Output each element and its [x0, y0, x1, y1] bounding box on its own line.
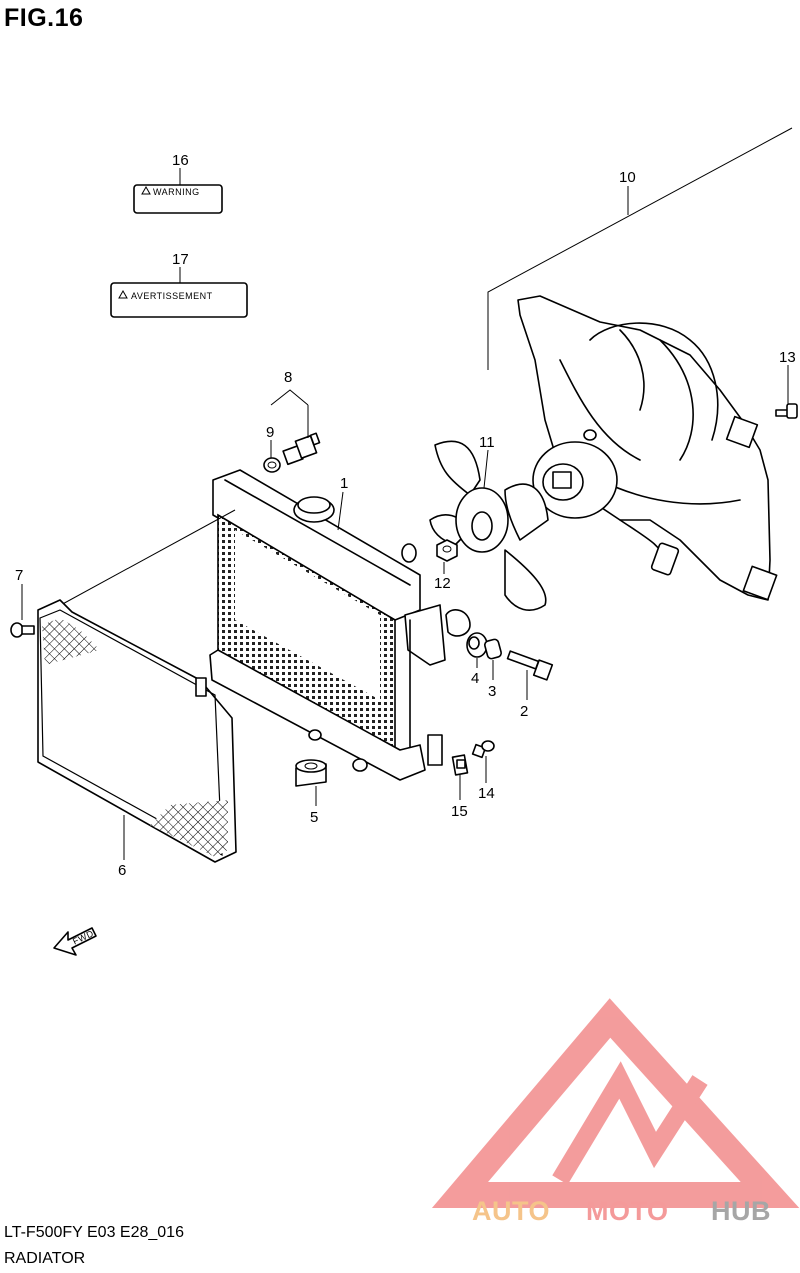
figure-title: FIG.16 [4, 4, 84, 32]
collar-part-3 [484, 638, 502, 660]
leader-lines [21, 168, 789, 860]
callout-5: 5 [310, 809, 318, 826]
bolt-part-2 [506, 650, 554, 681]
callout-6: 6 [118, 862, 126, 879]
section-name: RADIATOR [4, 1250, 86, 1267]
watermark-moto: MOTO [586, 1196, 669, 1226]
callout-11: 11 [479, 434, 495, 451]
callout-4: 4 [471, 670, 479, 687]
nut-part-12 [436, 539, 458, 562]
callout-1: 1 [340, 475, 348, 492]
bolt-part-14 [471, 740, 495, 759]
thermo-switch-part-8 [282, 432, 321, 466]
screw-part-7 [10, 622, 35, 638]
radiator-screen [37, 599, 237, 863]
fan-shroud-assembly [487, 127, 793, 601]
callout-9: 9 [266, 424, 274, 441]
watermark-logo [431, 998, 800, 1208]
callout-16: 16 [172, 152, 189, 169]
bolt-part-13 [775, 403, 798, 419]
svg-text:FWD: FWD [71, 928, 95, 946]
damper-part-5 [295, 759, 327, 787]
watermark-auto: AUTO [472, 1196, 550, 1226]
radiator [47, 469, 446, 781]
callout-15: 15 [451, 803, 468, 820]
callout-17: 17 [172, 251, 189, 268]
watermark-hub: HUB [711, 1196, 771, 1226]
callout-2: 2 [520, 703, 528, 720]
callout-13: 13 [779, 349, 796, 366]
avertissement-label-part: AVERTISSEMENT [110, 282, 248, 318]
grommet-part-4 [466, 632, 488, 658]
gasket-part-9 [263, 457, 281, 473]
mount-ring [445, 609, 471, 637]
callout-10: 10 [619, 169, 636, 186]
svg-text:WARNING: WARNING [153, 187, 200, 197]
svg-text:AVERTISSEMENT: AVERTISSEMENT [131, 291, 213, 301]
forward-direction-arrow: FWD [53, 927, 97, 956]
model-code: LT-F500FY E03 E28_016 [4, 1224, 184, 1241]
warning-label-part: WARNING [133, 184, 223, 214]
callout-8: 8 [284, 369, 292, 386]
callout-14: 14 [478, 785, 495, 802]
fan-blade [429, 440, 549, 611]
callout-3: 3 [488, 683, 496, 700]
callout-12: 12 [434, 575, 451, 592]
clip-nut-part-15 [451, 754, 469, 776]
callout-7: 7 [15, 567, 23, 584]
